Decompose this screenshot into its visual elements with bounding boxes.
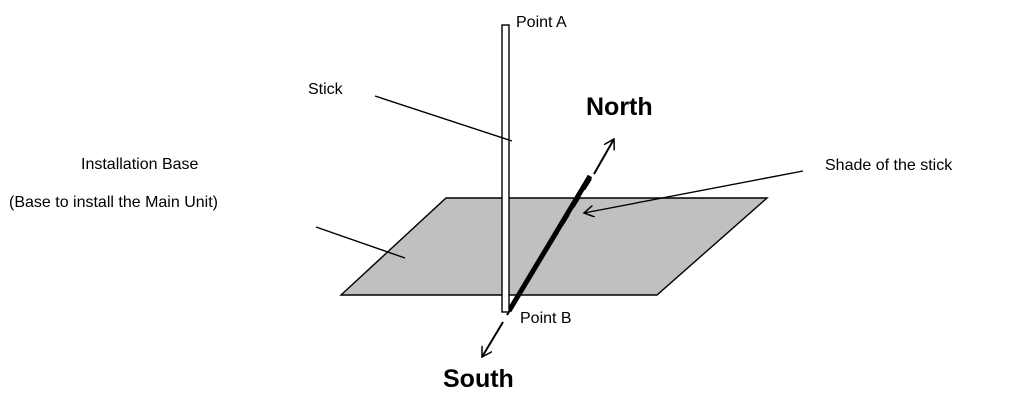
south-label: South: [443, 365, 514, 393]
point-a-label: Point A: [516, 14, 567, 31]
stick-shade: [506, 174, 593, 313]
stick-leader-line: [374, 95, 513, 142]
installation-base-label: Installation Base: [81, 156, 199, 173]
point-b-label: Point B: [520, 310, 572, 327]
installation-base: [339, 197, 769, 296]
north-label: North: [586, 93, 653, 121]
north-arrow: [593, 139, 614, 175]
south-arrow: [481, 321, 504, 357]
installation-base-sublabel: (Base to install the Main Unit): [9, 194, 218, 211]
base-leader-line: [315, 226, 406, 259]
stick: [501, 24, 510, 313]
stick-label: Stick: [308, 81, 343, 98]
shade-leader-arrow: [584, 170, 804, 213]
shade-label: Shade of the stick: [825, 157, 953, 174]
